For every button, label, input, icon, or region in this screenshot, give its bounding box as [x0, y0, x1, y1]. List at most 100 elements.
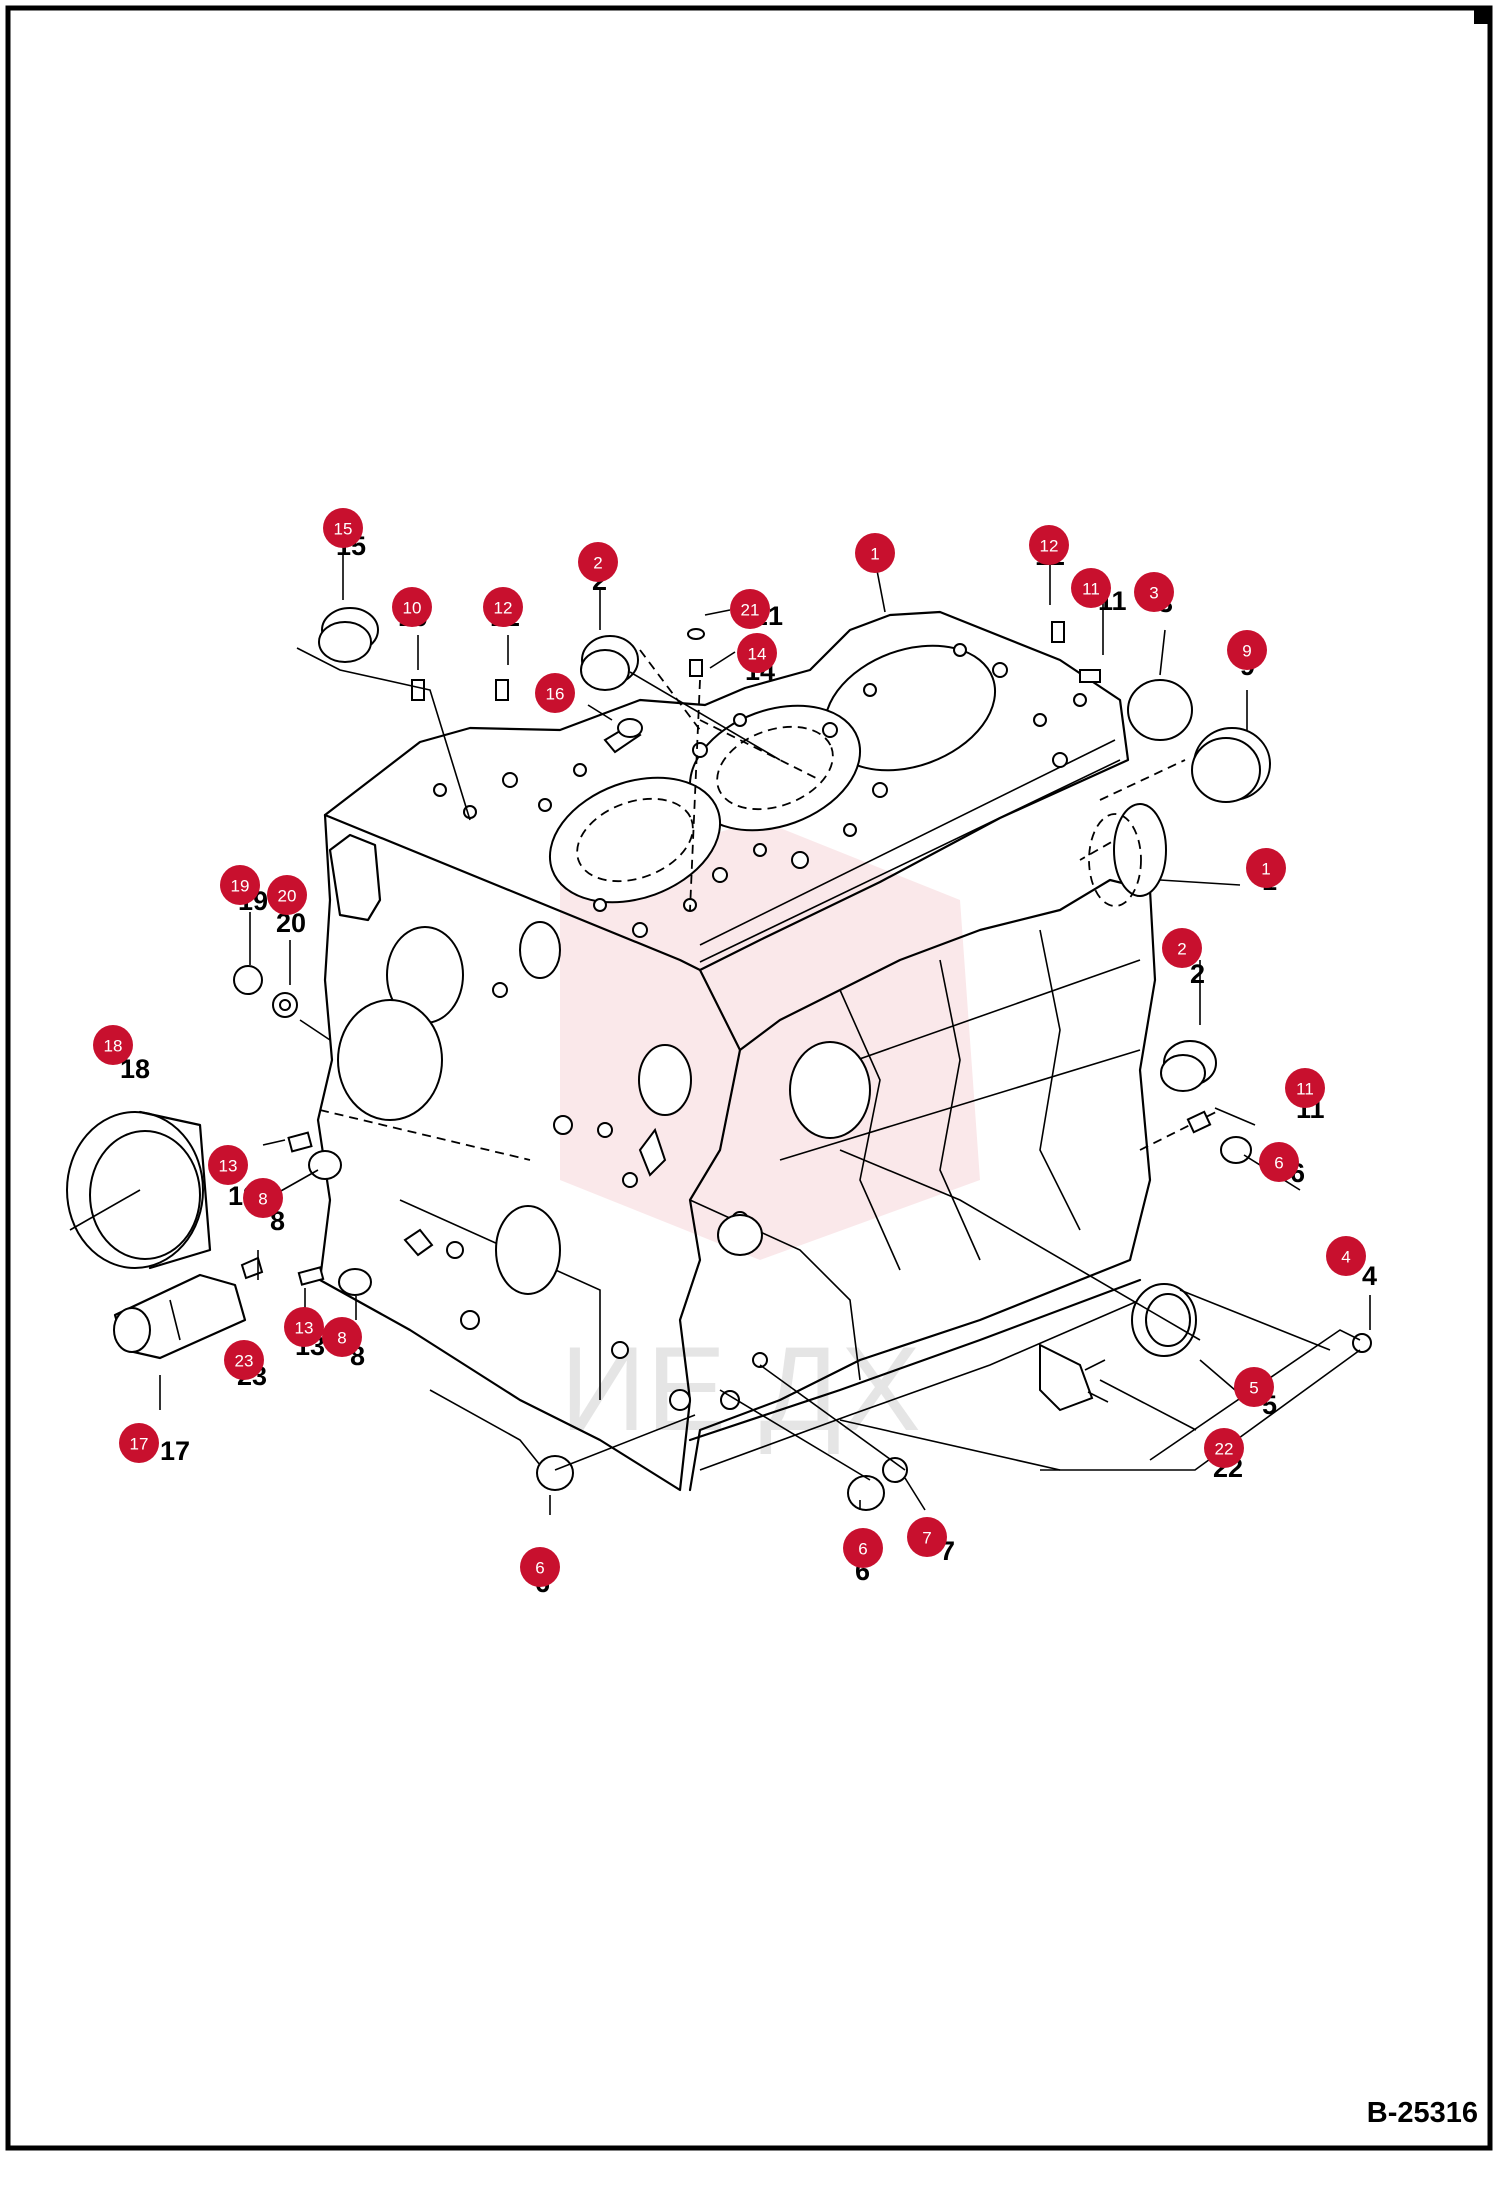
part-small-left	[240, 1131, 434, 1296]
callout-marker	[119, 1423, 159, 1463]
callout-22: 22	[1204, 1428, 1244, 1468]
deck-holes	[433, 643, 1087, 938]
callout-number: 8	[258, 1190, 267, 1209]
callout-number: 17	[130, 1435, 149, 1454]
callout-marker	[535, 673, 575, 713]
callout-21: 21	[730, 589, 770, 629]
callout-5: 5	[1234, 1367, 1274, 1407]
callout-marker	[730, 589, 770, 629]
page-frame	[5, 5, 1493, 2151]
callout-number: 14	[748, 645, 767, 664]
callout-marker	[843, 1528, 883, 1568]
callout-1: 1	[855, 533, 895, 573]
callout-marker	[284, 1307, 324, 1347]
callout-marker	[267, 875, 307, 915]
callout-marker	[483, 587, 523, 627]
callout-number: 22	[1215, 1440, 1234, 1459]
svg-text:4: 4	[1362, 1261, 1377, 1291]
callout-number: 23	[235, 1352, 254, 1371]
callout-12: 12	[1029, 525, 1069, 565]
svg-text:17: 17	[160, 1436, 190, 1466]
callout-marker	[1234, 1367, 1274, 1407]
callout-marker	[1029, 525, 1069, 565]
callout-8: 8	[243, 1178, 283, 1218]
front-face-holes	[337, 921, 871, 1411]
callout-1: 1	[1246, 848, 1286, 888]
part-bolt-16	[603, 718, 643, 754]
callout-9: 9	[1227, 630, 1267, 670]
figure-reference: B-25316	[1367, 2097, 1478, 2129]
callout-number: 4	[1341, 1248, 1350, 1267]
callout-14: 14	[737, 633, 777, 673]
callout-23: 23	[224, 1340, 264, 1380]
part-small-right	[717, 1110, 1372, 1412]
callout-number: 3	[1149, 584, 1158, 603]
callout-number: 7	[922, 1529, 931, 1548]
callout-number: 6	[535, 1559, 544, 1578]
callout-number: 8	[337, 1329, 346, 1348]
callout-number: 1	[870, 545, 879, 564]
callout-number: 2	[1177, 940, 1186, 959]
callout-number: 18	[104, 1037, 123, 1056]
callout-7: 7	[907, 1517, 947, 1557]
cylinder-bores	[548, 644, 997, 904]
part-bottom-plugs	[536, 1455, 908, 1511]
part-plug-3-9	[1099, 679, 1271, 803]
callout-12: 12	[483, 587, 523, 627]
callout-marker	[93, 1025, 133, 1065]
callout-16: 16	[535, 673, 575, 713]
part-17	[113, 1273, 247, 1360]
callout-6: 6	[520, 1547, 560, 1587]
callout-number: 6	[1274, 1154, 1283, 1173]
svg-text:ИЕ ДХ: ИЕ ДХ	[560, 1322, 921, 1456]
callout-marker	[1246, 848, 1286, 888]
callout-13: 13	[208, 1145, 248, 1185]
callout-marker	[578, 542, 618, 582]
callout-19: 19	[220, 865, 260, 905]
watermark: ИЕ ДХ	[560, 820, 980, 1456]
part-seal-18	[66, 1110, 212, 1270]
callout-marker	[208, 1145, 248, 1185]
callout-number: 12	[494, 599, 513, 618]
callout-marker	[1162, 928, 1202, 968]
callout-number: 19	[231, 877, 250, 896]
part-bushing-1	[1088, 803, 1167, 907]
callout-number: 9	[1242, 642, 1251, 661]
callout-marker	[323, 508, 363, 548]
callout-marker	[1134, 572, 1174, 612]
leader-lines	[159, 555, 1371, 1515]
part-plug-2	[580, 635, 1217, 1092]
callout-number: 5	[1249, 1379, 1258, 1398]
callout-marker	[1071, 568, 1111, 608]
callout-8: 8	[322, 1317, 362, 1357]
callout-11: 11	[1285, 1068, 1325, 1108]
callout-marker	[1227, 630, 1267, 670]
callout-number: 13	[295, 1319, 314, 1338]
callout-number: 11	[1296, 1080, 1314, 1099]
callout-marker	[1204, 1428, 1244, 1468]
callout-number: 21	[741, 601, 760, 620]
callout-15: 15	[323, 508, 363, 548]
callout-marker	[1326, 1236, 1366, 1276]
callout-marker	[907, 1517, 947, 1557]
callout-number: 20	[278, 887, 297, 906]
callout-17: 17	[119, 1423, 159, 1463]
callout-number: 11	[1082, 580, 1100, 599]
callout-marker	[224, 1340, 264, 1380]
callout-18: 18	[93, 1025, 133, 1065]
callout-6: 6	[843, 1528, 883, 1568]
corner-mark	[1474, 8, 1490, 24]
cylinder-block	[316, 610, 1157, 1492]
part-plug-15	[318, 607, 379, 663]
callout-6: 6	[1259, 1142, 1299, 1182]
callout-4: 4	[1326, 1236, 1366, 1276]
part-fittings-19-20	[233, 965, 298, 1018]
callout-10: 10	[392, 587, 432, 627]
callout-marker	[1259, 1142, 1299, 1182]
callout-marker	[392, 587, 432, 627]
callout-marker	[737, 633, 777, 673]
callout-number: 15	[334, 520, 353, 539]
callout-2: 2	[1162, 928, 1202, 968]
